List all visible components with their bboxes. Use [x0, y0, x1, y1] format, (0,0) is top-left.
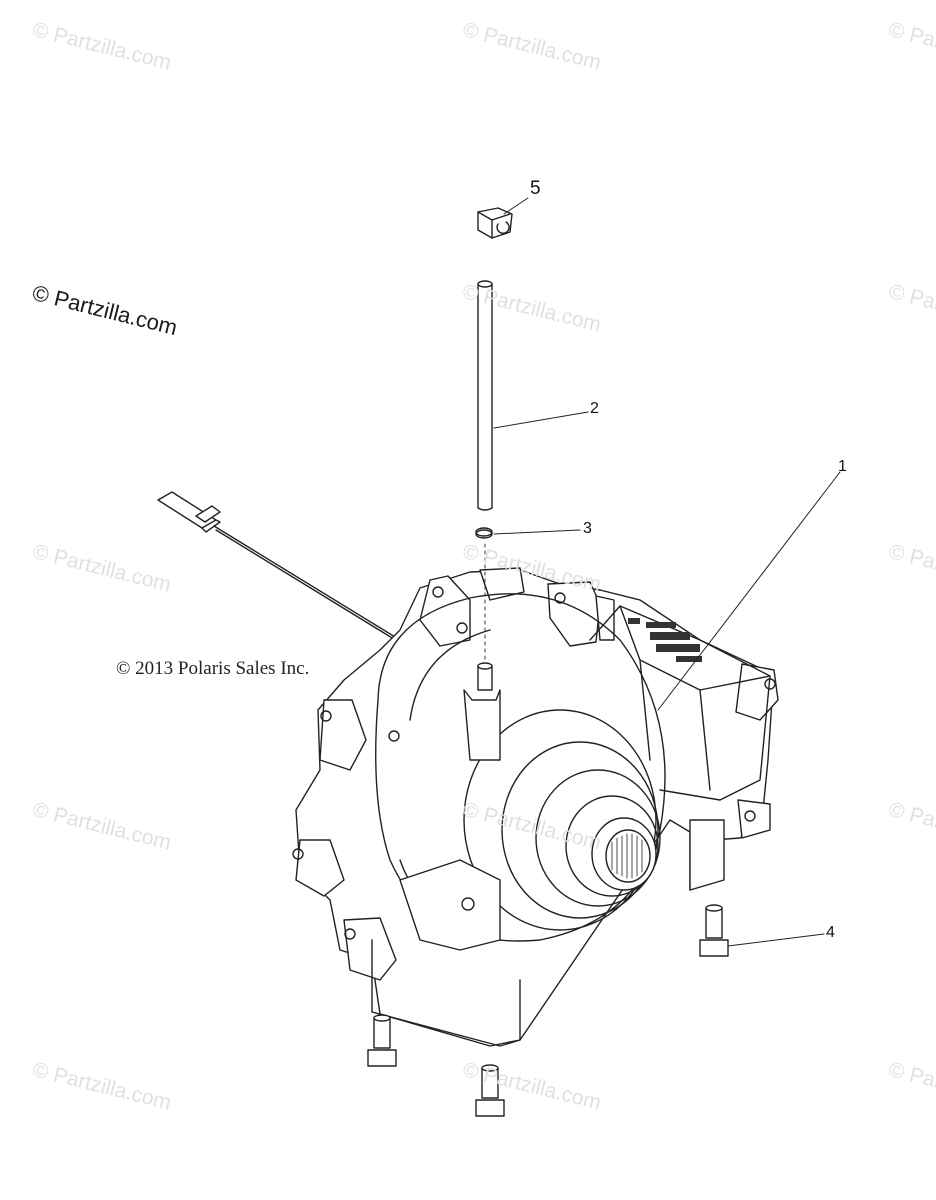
callout-2: 2 — [590, 400, 599, 417]
wire-harness — [157, 491, 403, 645]
label-plate — [628, 618, 702, 662]
part-3-ring — [475, 527, 493, 539]
part-4-bolt-bottom — [475, 1064, 505, 1117]
part-5-clip — [477, 207, 513, 239]
copyright-notice: © 2013 Polaris Sales Inc. — [116, 658, 310, 679]
part-4-bolt-left — [367, 1014, 397, 1067]
part-1-gearcase — [292, 543, 779, 1047]
callout-4: 4 — [826, 924, 835, 941]
callout-1: 1 — [838, 458, 847, 475]
callout-3: 3 — [583, 520, 592, 537]
part-4-bolt-right — [699, 904, 729, 957]
leader-lines — [493, 197, 841, 947]
part-2-tube — [477, 280, 493, 511]
callout-5: 5 — [530, 178, 541, 199]
